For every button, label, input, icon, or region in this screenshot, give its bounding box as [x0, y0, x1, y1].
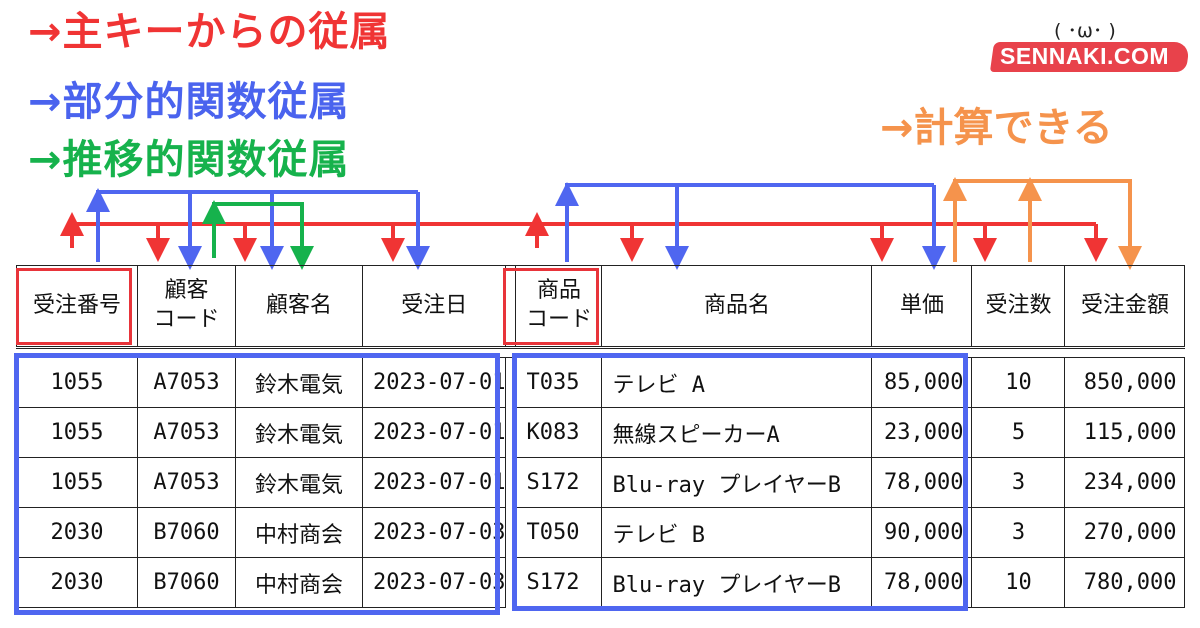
cell-quantity: 10 [971, 357, 1066, 408]
green-dependency-lines [202, 200, 314, 270]
legend-partial-dependency: →部分的関数従属 [28, 79, 350, 125]
cell-product-code: S172 [515, 557, 603, 608]
group-box-order-columns [14, 353, 500, 615]
orange-dependency-lines [943, 177, 1142, 270]
header-unit-price: 単価 [871, 265, 973, 348]
cell-customer-code: B7060 [137, 507, 236, 558]
cell-order-date: 2023-07-01 [361, 407, 507, 458]
header-product-code: 商品 コード [515, 265, 603, 348]
cell-product-code: K083 [515, 407, 603, 458]
order-table: 受注番号 顧客 コード 顧客名 受注日 商品 コード 商品名 単価 受注数 受注… [16, 265, 1186, 608]
legend-primary-key-dependency: →主キーからの従属 [28, 9, 391, 55]
cell-quantity: 10 [971, 557, 1066, 608]
cell-amount: 850,000 [1064, 357, 1186, 408]
header-amount: 受注金額 [1064, 265, 1186, 348]
site-logo: ( ･ω･ ) SENNAKI.COM [989, 10, 1192, 80]
cell-customer-name: 鈴木電気 [235, 407, 363, 458]
cell-amount: 115,000 [1064, 407, 1186, 458]
cell-unit-price: 85,000 [871, 357, 973, 408]
cell-order-no: 2030 [16, 557, 138, 608]
header-customer-name: 顧客名 [235, 265, 363, 348]
cell-customer-name: 鈴木電気 [235, 457, 363, 508]
cell-quantity: 5 [971, 407, 1066, 458]
cell-amount: 270,000 [1064, 507, 1186, 558]
cell-order-no: 1055 [16, 357, 138, 408]
cell-amount: 234,000 [1064, 457, 1186, 508]
cell-customer-code: A7053 [137, 357, 236, 408]
cell-order-date: 2023-07-01 [361, 457, 507, 508]
blue-dependency-lines-product [555, 182, 946, 270]
primary-key-box-order-no [16, 268, 132, 345]
table-row: 2030 B7060 中村商会 2023-07-03 S172 Blu-ray … [16, 557, 1186, 608]
logo-name: SENNAKI.COM [1000, 43, 1170, 69]
cell-customer-name: 中村商会 [235, 507, 363, 558]
legend-calculable: →計算できる [880, 105, 1113, 151]
group-box-product-columns [512, 353, 968, 611]
cell-customer-name: 鈴木電気 [235, 357, 363, 408]
cell-quantity: 3 [971, 507, 1066, 558]
table-row: 2030 B7060 中村商会 2023-07-03 T050 テレビ B 90… [16, 507, 1186, 558]
cell-unit-price: 78,000 [871, 557, 973, 608]
cell-product-name: テレビ A [601, 357, 873, 408]
header-product-name: 商品名 [601, 265, 873, 348]
cell-order-date: 2023-07-03 [361, 557, 507, 608]
cell-order-no: 2030 [16, 507, 138, 558]
blue-dependency-lines-order [86, 188, 430, 270]
cell-unit-price: 90,000 [871, 507, 973, 558]
table-row: 1055 A7053 鈴木電気 2023-07-01 S172 Blu-ray … [16, 457, 1186, 508]
cell-product-name: テレビ B [601, 507, 873, 558]
cell-quantity: 3 [971, 457, 1066, 508]
header-order-date: 受注日 [361, 265, 507, 348]
legend-transitive-dependency: →推移的関数従属 [28, 137, 350, 183]
table-row: 1055 A7053 鈴木電気 2023-07-01 K083 無線スピーカーA… [16, 407, 1186, 458]
cell-product-name: Blu-ray プレイヤーB [601, 457, 873, 508]
table-body: 1055 A7053 鈴木電気 2023-07-01 T035 テレビ A 85… [16, 357, 1186, 608]
cell-order-date: 2023-07-03 [361, 507, 507, 558]
cell-customer-code: B7060 [137, 557, 236, 608]
primary-key-box-product-code [503, 268, 599, 345]
cell-amount: 780,000 [1064, 557, 1186, 608]
cell-unit-price: 78,000 [871, 457, 973, 508]
red-dependency-lines [60, 212, 1108, 262]
header-customer-code: 顧客 コード [137, 265, 236, 348]
cell-product-name: Blu-ray プレイヤーB [601, 557, 873, 608]
cell-customer-code: A7053 [137, 407, 236, 458]
table-header-row: 受注番号 顧客 コード 顧客名 受注日 商品 コード 商品名 単価 受注数 受注… [16, 265, 1186, 348]
header-quantity: 受注数 [971, 265, 1066, 348]
logo-face: ( ･ω･ ) [1054, 20, 1116, 42]
cell-product-code: T050 [515, 507, 603, 558]
table-row: 1055 A7053 鈴木電気 2023-07-01 T035 テレビ A 85… [16, 357, 1186, 408]
cell-unit-price: 23,000 [871, 407, 973, 458]
